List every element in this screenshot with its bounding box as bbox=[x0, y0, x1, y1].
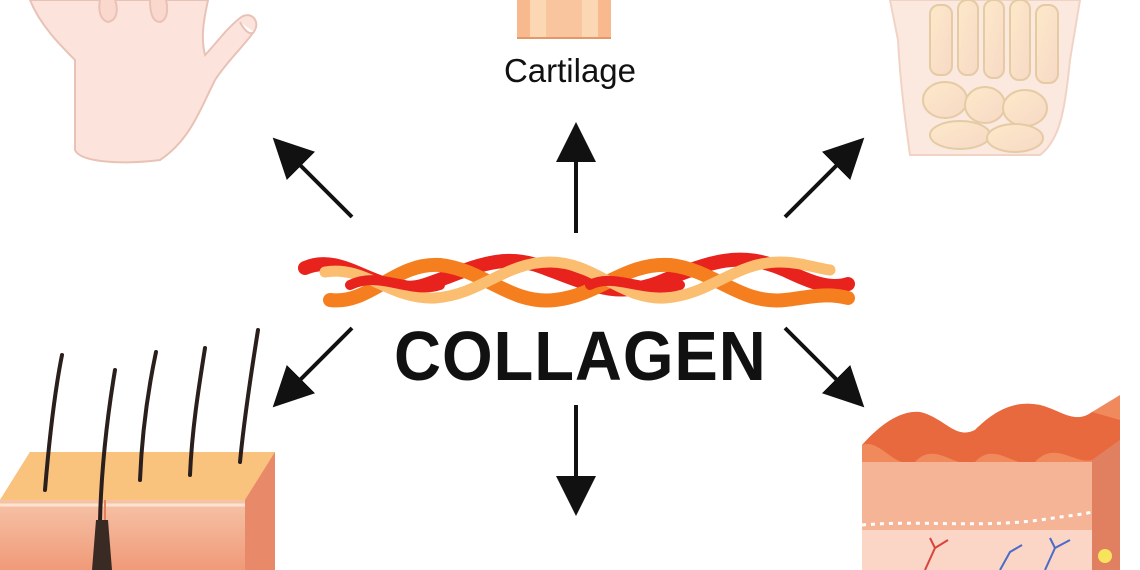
cartilage-icon bbox=[517, 0, 611, 39]
collagen-helix-icon bbox=[298, 252, 855, 308]
arrow-down-left bbox=[272, 326, 354, 408]
arrow-up-left bbox=[272, 137, 354, 219]
arrow-up-right bbox=[783, 137, 865, 219]
hand-icon bbox=[28, 0, 258, 164]
skin-layer-icon bbox=[861, 395, 1120, 570]
cartilage-label: Cartilage bbox=[503, 52, 637, 89]
foot-bones-icon bbox=[888, 0, 1082, 156]
collagen-title: COLLAGEN bbox=[394, 317, 767, 395]
arrows bbox=[272, 122, 865, 516]
arrow-down-right bbox=[783, 326, 865, 408]
hair-skin-icon bbox=[0, 328, 275, 570]
